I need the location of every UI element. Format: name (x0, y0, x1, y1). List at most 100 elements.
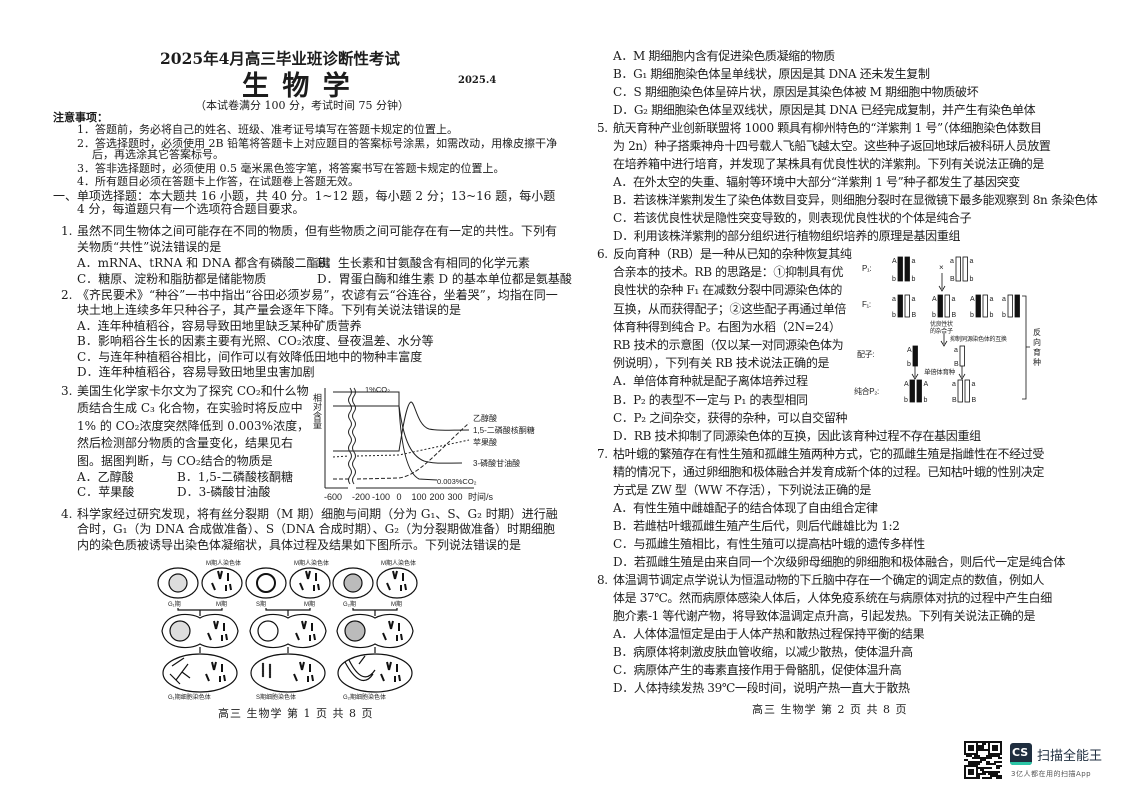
allele-label: a (950, 258, 954, 265)
allele-label: b (970, 312, 974, 319)
m-phase-cell (289, 567, 331, 599)
chromosome (909, 379, 915, 403)
series-glycolate (333, 422, 470, 480)
interphase-cell (157, 567, 199, 599)
option-text: 人体持续发热 39℃一段时间，说明产热一直大于散热 (633, 681, 910, 696)
cross-symbol: × (939, 263, 944, 272)
notes-heading: 注意事项： (53, 111, 108, 124)
chromosome (955, 256, 961, 282)
allele-label: a (952, 381, 956, 388)
question-text: 《齐民要术》“种谷”一书中指出“谷田必须岁易”，农谚有云“谷连谷，坐着哭”，均指… (77, 287, 558, 318)
option-label: A． (613, 49, 633, 63)
haploid-breeding-label: 单倍体育种 (924, 367, 956, 376)
note-item: 4．所有题目必须在答题卡上作答，在试题卷上答题无效。 (77, 175, 359, 189)
question-text: 虽然不同生物体之间可能存在不同的物质，但有些物质之间可能存在有一定的共性。下列有… (77, 223, 558, 254)
allele-label: B (950, 276, 955, 283)
m-phase-cell (201, 567, 243, 599)
camscanner-logo-icon: CS (1010, 743, 1032, 765)
chromosome (912, 345, 918, 367)
fused-cell (161, 613, 239, 648)
allele-label: B (954, 361, 959, 368)
question-number: 7. (597, 447, 608, 462)
chromosome (897, 294, 903, 318)
x-tick: 100 (411, 492, 426, 502)
option-c: C．糖原、淀粉和脂肪都是储能物质 (77, 271, 317, 287)
option-b: B．若该株洋紫荆发生了染色体数目变异，则细胞分裂时在显微镜下最多能观察到 8n … (613, 191, 1098, 209)
chromosome (1014, 294, 1020, 318)
allele-label: a (912, 258, 916, 265)
gamete-label: 配子: (857, 350, 874, 359)
m-phase-label: M期 (304, 600, 315, 608)
chromosome-pair: ab (1002, 294, 1020, 319)
option-d: D．人体持续发热 39℃一段时间，说明产热一直大于散热 (613, 679, 1052, 697)
option-text: 影响稻谷生长的因素主要有光照、CO₂浓度、昼夜温差、水分等 (97, 334, 434, 349)
note-item: 1．答题前，务必将自己的姓名、班级、准考证号填写在答题卡规定的位置上。 (77, 123, 458, 136)
option-d: D．G₂ 期细胞染色体呈双线状，原因是其 DNA 已经完成复制，并产生有染色单体 (613, 101, 1052, 119)
result-label: G₁期细胞染色体 (168, 693, 211, 701)
chromosome (897, 256, 903, 282)
option-label: C． (77, 271, 99, 286)
co2-low-label: 0.003%CO₂ (437, 477, 477, 486)
chromosome (937, 294, 943, 318)
q3-chart: 相对含量 1%CO₂ 0.003%CO (311, 385, 561, 505)
allele-label: B (952, 312, 957, 319)
option-label: B． (613, 645, 634, 660)
m-phase-label: M期 (391, 600, 402, 608)
option-text: P₂ 的表型不一定与 P₁ 的表型相同 (633, 392, 808, 407)
question-number: 1. (61, 223, 73, 238)
series-label: 1,5-二磷酸核酮糖 (473, 425, 535, 435)
option-d: D．3-磷酸甘油酸 (177, 485, 311, 500)
note-item: 2．答选择题时，必须使用 2B 铅笔将答题卡上对应题目的答案标号涂黑，如需改动，… (77, 136, 558, 162)
question-6-stem: 6.反向育种（RB）是一种从已知的杂种恢复其纯合亲本的技术。RB 的思路是：①抑… (597, 245, 852, 372)
chromosome-pair: aB (954, 345, 965, 368)
question-number: 6. (597, 247, 608, 261)
m-chromosome-label: M期人染色体 (206, 559, 241, 567)
option-a: A．在外太空的失重、辐射等环境中大部分“洋紫荆 1 号”种子都发生了基因突变 (613, 173, 1052, 191)
x-axis-label: 时间/s (468, 491, 494, 502)
chromosome-icon (299, 569, 320, 592)
option-label: A． (613, 501, 633, 516)
option-label: B． (613, 519, 634, 534)
option-label: A． (613, 175, 633, 189)
option-text: 苹果酸 (98, 485, 135, 500)
question-text: 枯叶蛾的繁殖存在有性生殖和孤雌生殖两种方式，它的孤雌生殖是指雌性在不经过受精的情… (613, 447, 1045, 498)
interphase-cell (332, 567, 374, 599)
option-text: mRNA、tRNA 和 DNA 都含有磷酸二酯键 (97, 255, 331, 270)
result-label: G₂期细胞染色体 (343, 693, 386, 701)
option-text: 若该株洋紫荆发生了染色体数目变异，则细胞分裂时在显微镜下最多能观察到 8n 条染… (633, 193, 1098, 207)
option-label: A． (613, 627, 633, 642)
option-label: D． (613, 103, 634, 117)
option-text: 与连年种植稻谷相比，间作可以有效降低田地中的物种丰富度 (98, 349, 423, 364)
option-text: M 期细胞内含有促进染色质凝缩的物质 (632, 49, 835, 63)
allele-label: a (912, 296, 916, 303)
option-text: 胃蛋白酶和维生素 D 的基本单位都是氨基酸 (338, 271, 572, 286)
x-tick: -200 (352, 492, 370, 502)
question-6: 6.反向育种（RB）是一种从已知的杂种恢复其纯合亲本的技术。RB 的思路是：①抑… (597, 245, 1052, 427)
option-d: D．若孤雌生殖是由来自同一个次级卵母细胞的卵细胞和极体融合，则后代一定是纯合体 (613, 553, 1065, 571)
allele-label: a (952, 296, 956, 303)
option-label: B． (317, 255, 338, 270)
question-text: 科学家经过研究发现，将有丝分裂期（M 期）细胞与间期（分为 G₁、S、G₂ 时期… (77, 506, 558, 552)
option-label: B． (613, 193, 634, 207)
allele-label: A (970, 296, 975, 303)
m-chromosome-label: M期人染色体 (294, 559, 329, 567)
chromosome (982, 294, 988, 318)
result-cell (250, 653, 326, 693)
option-text: 人体体温恒定是由于人体产热和散热过程保持平衡的结果 (632, 627, 925, 642)
option-text: 连年种植稻谷，容易导致田地里虫害加剧 (98, 365, 315, 380)
option-label: A． (77, 255, 98, 270)
x-tick: 200 (429, 492, 444, 502)
option-a: A．mRNA、tRNA 和 DNA 都含有磷酸二酯键 (77, 255, 331, 271)
result-cell (162, 653, 238, 693)
chromosome-pair: Ab (907, 345, 918, 368)
option-label: D． (613, 229, 634, 243)
option-b: B．G₁ 期细胞染色体呈单线状，原因是其 DNA 还未发生复制 (613, 65, 1052, 83)
option-label: D． (613, 555, 634, 570)
option-b: B．生长素和甘氨酸含有相同的化学元素 (317, 255, 572, 271)
reverse-breeding-label: 种 (1033, 357, 1041, 367)
